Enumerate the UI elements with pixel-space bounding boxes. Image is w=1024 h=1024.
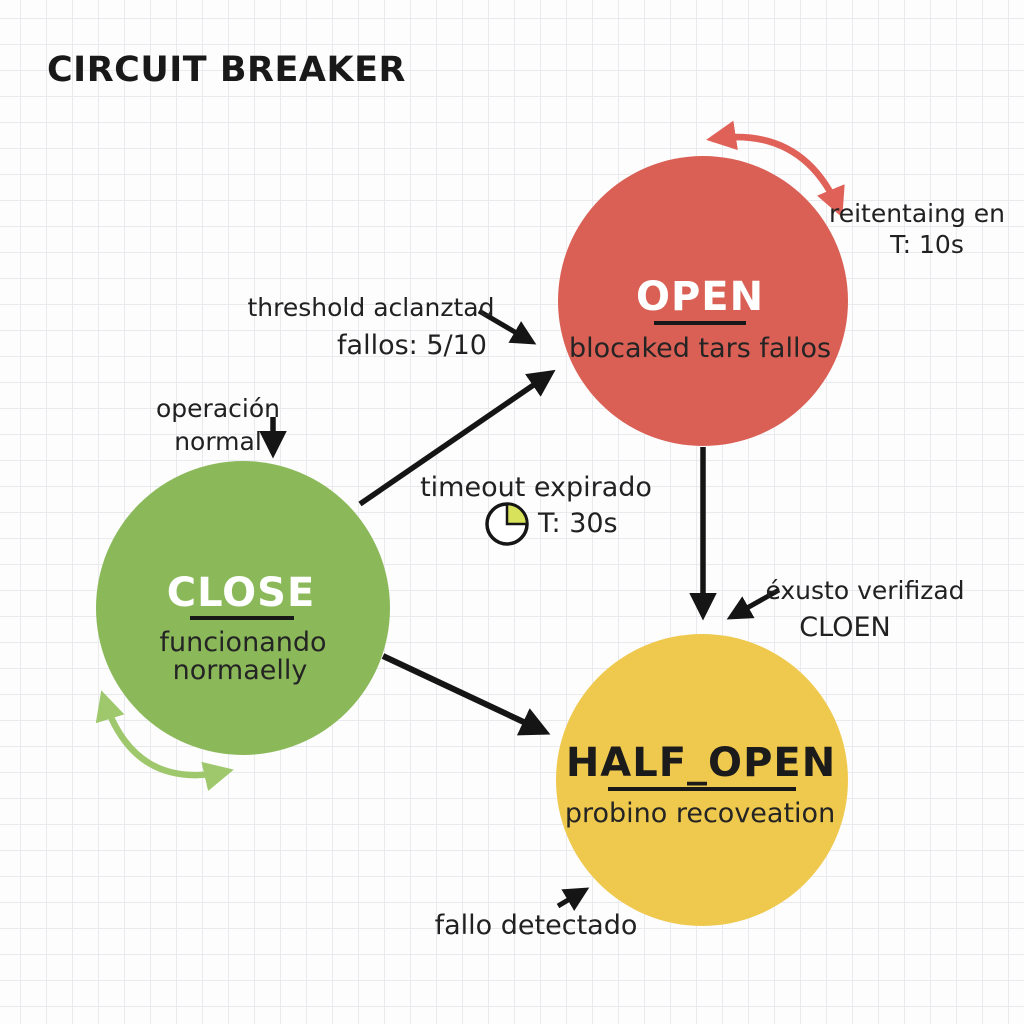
annotation-retry-line1: reitentaing en [828, 199, 1006, 228]
state-desc-close-line2: normaelly [172, 655, 308, 686]
state-desc-close-line1: funcionando [159, 627, 327, 658]
annotation-success-line1: éxusto verifizad [765, 576, 965, 605]
close-underline [190, 616, 294, 620]
annotation-success-line2: CLOEN [799, 612, 891, 643]
page-title: CIRCUIT BREAKER [47, 50, 406, 90]
state-desc-open: blocaked tars fallos [568, 333, 832, 364]
state-node-half-open [556, 634, 848, 926]
annotation-retry-line2: T: 10s [890, 230, 964, 259]
arrow-failure-pointer [556, 887, 590, 911]
annotation-operation-line2: normal [174, 427, 262, 456]
state-desc-half-open: probino recoveation [564, 798, 836, 829]
annotation-operation-line1: operación [156, 394, 280, 423]
open-underline [654, 321, 746, 325]
state-label-open: OPEN [635, 274, 765, 320]
arrow-close-to-half-open [381, 653, 551, 736]
annotation-threshold-line2: fallos: 5/10 [337, 330, 487, 361]
state-label-half-open: HALF_OPEN [565, 740, 837, 786]
annotation-timeout-line2: T: 30s [538, 508, 618, 539]
clock-icon [485, 502, 529, 546]
annotation-timeout-line1: timeout expirado [420, 472, 652, 503]
annotation-failure: fallo detectado [434, 910, 638, 941]
annotation-threshold-line1: threshold aclanztad [247, 293, 495, 322]
state-label-close: CLOSE [166, 570, 316, 616]
half-open-underline [608, 787, 796, 791]
